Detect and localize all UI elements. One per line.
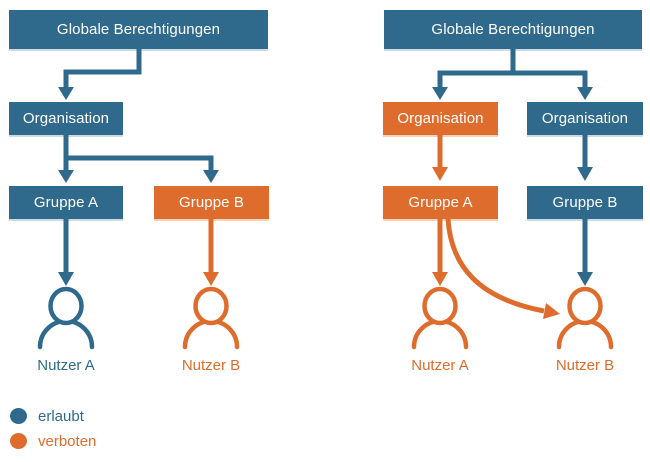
node-group-b-right: Gruppe B (527, 186, 643, 221)
node-global-permissions-left: Globale Berechtigungen (9, 10, 268, 51)
person-shoulders (37, 318, 95, 350)
arrow-group-a-to-user-a-right (432, 219, 448, 286)
user-b-icon-left (182, 286, 240, 350)
node-group-a-right: Gruppe A (383, 186, 498, 221)
arrowhead-icon (543, 303, 560, 319)
person-head (422, 286, 458, 326)
person-shoulders (556, 318, 614, 350)
arrowhead-icon (577, 272, 593, 286)
arrow-curve (445, 218, 545, 314)
arrowhead-icon (432, 272, 448, 286)
arrow-group-a-to-user-b-curved (445, 218, 560, 319)
arrow-organisation-to-group-b-right (577, 134, 593, 181)
arrowhead-icon (432, 87, 448, 100)
arrowhead-icon (577, 87, 593, 100)
person-head (48, 286, 84, 326)
arrow-group-a-to-user-a-left (58, 219, 74, 286)
arrowhead-icon (432, 167, 448, 181)
person-head (567, 286, 603, 326)
arrow-global-to-organisations-right (432, 48, 593, 100)
arrow-line (63, 134, 214, 172)
arrow-group-b-to-user-b-left (203, 219, 219, 286)
label-user-b-left: Nutzer B (181, 357, 241, 374)
arrow-organisation-to-groups-left (58, 134, 219, 183)
arrow-line (437, 48, 588, 88)
node-organisation-left: Organisation (9, 102, 123, 137)
arrow-global-to-organisation-left (58, 48, 142, 100)
label-user-a-right: Nutzer A (411, 357, 469, 374)
arrow-organisation-to-group-a-right (432, 134, 448, 181)
arrowhead-icon (577, 167, 593, 181)
legend-forbidden-label: verboten (38, 433, 97, 450)
legend-forbidden-dot-icon (10, 433, 27, 449)
node-organisation-a-right: Organisation (383, 102, 498, 137)
label-user-b-right: Nutzer B (555, 357, 615, 374)
user-b-icon-right (556, 286, 614, 350)
label-user-a-left: Nutzer A (37, 357, 95, 374)
legend-allowed-label: erlaubt (38, 408, 84, 425)
node-group-a-left: Gruppe A (9, 186, 123, 221)
node-global-permissions-right: Globale Berechtigungen (384, 10, 642, 51)
person-shoulders (411, 318, 469, 350)
node-organisation-b-right: Organisation (527, 102, 643, 137)
arrow-group-b-to-user-b-right (577, 219, 593, 286)
arrow-line (63, 48, 142, 88)
person-head (193, 286, 229, 326)
legend-allowed-dot-icon (10, 408, 27, 424)
arrowhead-icon (203, 272, 219, 286)
person-shoulders (182, 318, 240, 350)
user-a-icon-left (37, 286, 95, 350)
node-group-b-left: Gruppe B (154, 186, 269, 221)
user-a-icon-right (411, 286, 469, 350)
arrowhead-icon (58, 87, 74, 100)
arrowhead-icon (203, 170, 219, 183)
arrowhead-icon (58, 170, 74, 183)
arrowhead-icon (58, 272, 74, 286)
